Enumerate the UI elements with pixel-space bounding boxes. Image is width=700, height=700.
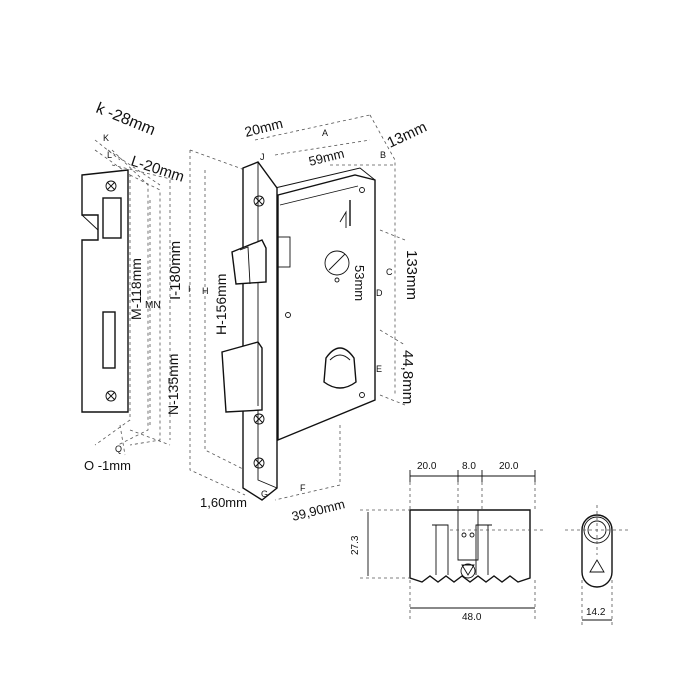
label-MN: MN [145, 300, 161, 311]
label-Q: Q [115, 444, 122, 454]
cyl-dim-a: 20.0 [417, 461, 437, 472]
cyl-dim-c: 20.0 [499, 461, 519, 472]
label-H: H-156mm [213, 274, 229, 335]
screw-icon [105, 390, 117, 402]
cyl-dim-d: 14.2 [586, 607, 606, 618]
label-53: 53mm [352, 265, 367, 301]
label-133: 133mm [403, 250, 420, 300]
label-3990: 39,90mm [290, 496, 346, 524]
cylinder-end-view [565, 505, 630, 625]
label-I: I-180mm [167, 241, 184, 300]
label-448: 44,8mm [399, 350, 416, 404]
cylinder-side-view [360, 470, 545, 620]
screw-icon [253, 195, 265, 207]
label-I-letter: I [188, 284, 191, 294]
label-O: O -1mm [84, 458, 131, 473]
cyl-dim-w: 48.0 [462, 612, 482, 623]
screw-icon [253, 457, 265, 469]
mortise-lock-body [189, 114, 406, 501]
screw-icon [253, 413, 265, 425]
label-C-letter: C [386, 267, 393, 277]
label-G-letter: G [261, 489, 268, 499]
label-H-letter: H [202, 286, 209, 296]
label-J20: 20mm [243, 115, 285, 140]
label-D-letter: D [376, 288, 383, 298]
label-N: N-135mm [165, 354, 181, 415]
cyl-dim-h: 27.3 [350, 535, 361, 555]
label-L: L-20mm [129, 153, 187, 186]
label-L-letter: L [107, 150, 112, 160]
strike-plate [81, 149, 161, 446]
label-E-letter: E [376, 364, 382, 374]
label-M: M-118mm [128, 258, 144, 320]
label-160: 1,60mm [200, 495, 247, 510]
label-13: 13mm [385, 119, 430, 152]
screw-icon [105, 180, 117, 192]
label-J-letter: J [260, 152, 265, 162]
label-B-letter: B [380, 150, 386, 160]
cyl-dim-b: 8.0 [462, 461, 476, 472]
label-A-letter: A [322, 128, 328, 138]
label-F-letter: F [300, 483, 306, 493]
label-K-letter: K [103, 133, 109, 143]
